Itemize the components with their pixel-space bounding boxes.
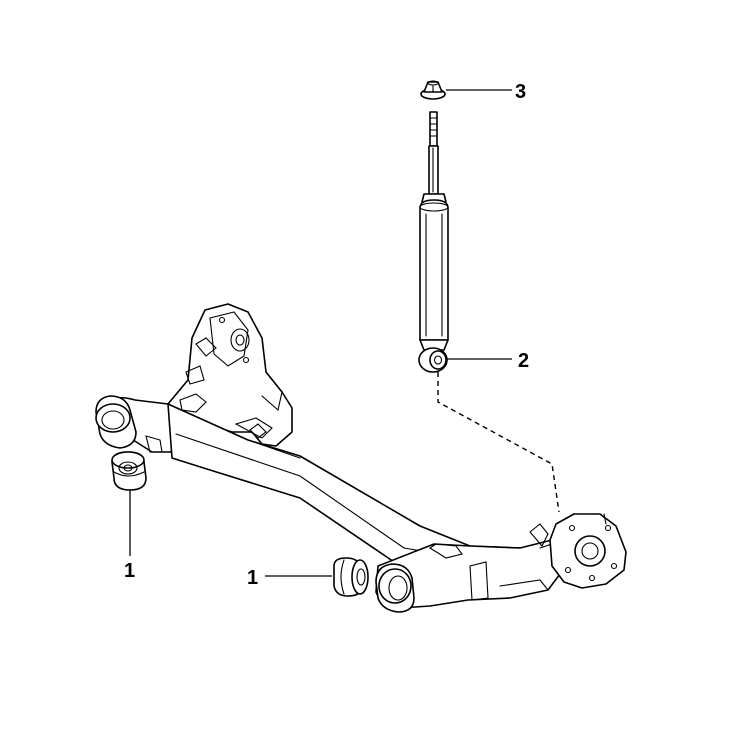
callout-label-2: 2 [518, 350, 529, 372]
mounting-line [437, 372, 560, 513]
callout-label-1-left: 1 [124, 560, 135, 582]
bushing-left [111, 451, 147, 491]
bushing-right [333, 557, 369, 597]
callout-label-1-right: 1 [247, 567, 258, 589]
torsion-beam-axle [95, 303, 627, 613]
shock-nut [420, 80, 446, 100]
callout-label-3: 3 [515, 81, 526, 103]
shock-absorber [418, 111, 449, 373]
